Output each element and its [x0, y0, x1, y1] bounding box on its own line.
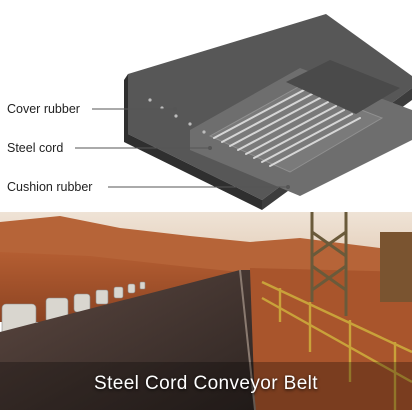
photo-caption: Steel Cord Conveyor Belt [94, 373, 318, 394]
steel-cords [213, 89, 361, 167]
label-cushion-rubber: Cushion rubber [7, 180, 93, 194]
label-cover-rubber: Cover rubber [7, 102, 80, 116]
cover-rubber-step [286, 60, 400, 114]
ground-right [250, 268, 412, 410]
conveyor-belt-photo [0, 212, 412, 410]
label-steel-cord: Steel cord [7, 141, 64, 155]
belt-front-edge [124, 74, 262, 210]
building-right [380, 232, 412, 302]
caption-shade [0, 362, 412, 410]
belt-edge [239, 269, 256, 410]
walkway-railing [261, 280, 412, 410]
conveyor-scene [0, 212, 412, 410]
belt-illustration [75, 14, 412, 210]
callout-leaders [75, 108, 288, 188]
belt-cross-section-diagram: Cover rubber Steel cord Cushion rubber [7, 14, 412, 210]
steel-tower [310, 212, 348, 316]
conveyor-belt-surface [0, 270, 255, 410]
